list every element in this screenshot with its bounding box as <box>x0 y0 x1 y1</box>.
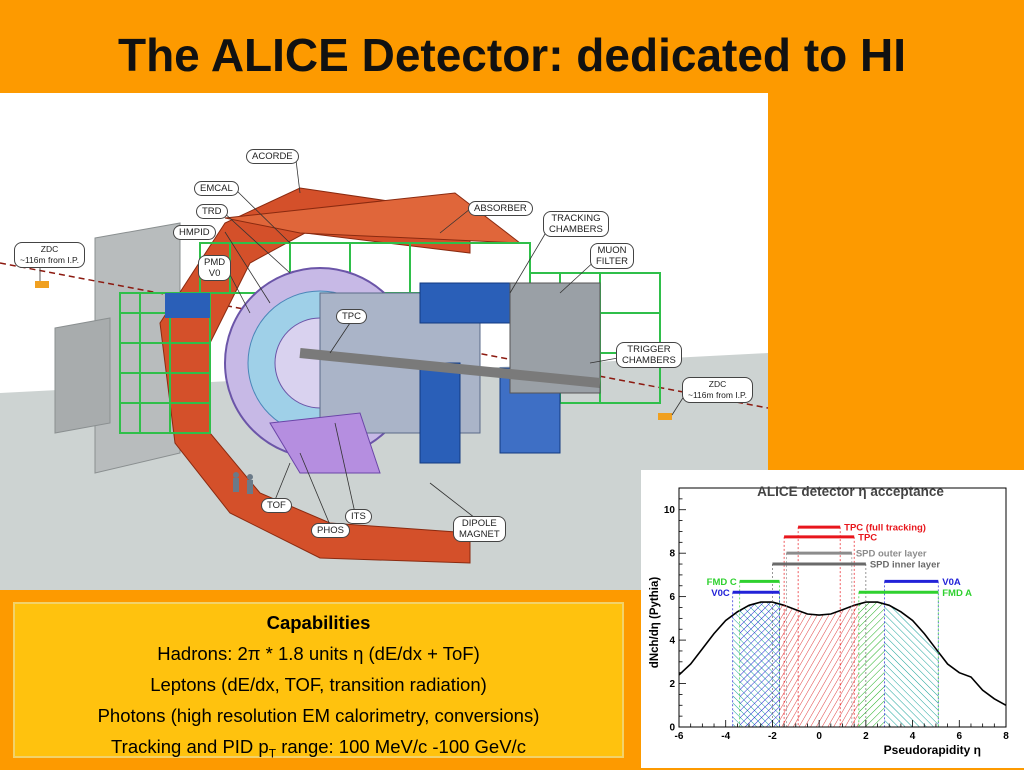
label-tpc: TPC <box>336 309 367 324</box>
label-tracking-chambers: TRACKING CHAMBERS <box>543 211 609 237</box>
label-emcal: EMCAL <box>194 181 239 196</box>
label-trigger-chambers: TRIGGER CHAMBERS <box>616 342 682 368</box>
label-acorde: ACORDE <box>246 149 299 164</box>
x-tick-label: -6 <box>675 731 684 742</box>
capabilities-heading: Capabilities <box>266 612 371 633</box>
label-phos: PHOS <box>311 523 350 538</box>
y-axis-label: dNch/dη (Pythia) <box>649 577 661 669</box>
acceptance-chart-svg: TPC (full tracking)TPC SPD outer layerSPD… <box>649 484 1009 757</box>
capability-hadrons: Hadrons: 2π * 1.8 units η (dE/dx + ToF) <box>157 643 480 664</box>
tracking-text-pre: Tracking and PID p <box>111 736 269 757</box>
capabilities-box: Capabilities Hadrons: 2π * 1.8 units η (… <box>13 602 624 761</box>
band-label-1: TPC <box>858 532 877 543</box>
band-label-6: V0A <box>942 577 961 588</box>
hatch-tpc-region-left <box>779 604 799 727</box>
tracking-text-post: range: 100 MeV/c -100 GeV/c <box>276 736 526 757</box>
label-trd: TRD <box>196 204 228 219</box>
band-label-2: SPD outer layer <box>856 549 927 560</box>
label-zdc-left: ZDC ~116m from I.P. <box>14 242 85 268</box>
x-tick-label: 2 <box>863 731 869 742</box>
band-label-5: V0C <box>711 588 730 599</box>
band-label-7: FMD A <box>942 588 972 599</box>
label-dipole-magnet: DIPOLE MAGNET <box>453 516 506 542</box>
capability-tracking: Tracking and PID pT range: 100 MeV/c -10… <box>15 731 622 770</box>
y-tick-label: 6 <box>669 592 675 603</box>
multiplicity-curve <box>678 601 1007 706</box>
y-tick-label: 4 <box>669 636 675 647</box>
detector-illustration: ACORDE EMCAL TRD HMPID PMD V0 ZDC ~116m … <box>0 93 768 590</box>
x-tick-label: 4 <box>910 731 916 742</box>
x-axis-label: Pseudorapidity η <box>884 743 981 757</box>
x-tick-label: 0 <box>816 731 822 742</box>
x-tick-label: 6 <box>957 731 963 742</box>
y-tick-label: 2 <box>669 679 675 690</box>
label-its: ITS <box>345 509 372 524</box>
detector-drawing <box>0 159 768 590</box>
y-tick-label: 8 <box>669 549 675 560</box>
band-label-3: SPD inner layer <box>870 560 941 571</box>
hatch-tpc-region-right <box>840 604 859 727</box>
x-tick-label: -2 <box>768 731 777 742</box>
label-zdc-right: ZDC ~116m from I.P. <box>682 377 753 403</box>
label-hmpid: HMPID <box>173 225 216 240</box>
capability-photons: Photons (high resolution EM calorimetry,… <box>97 705 540 726</box>
chart-title: ALICE detector η acceptance <box>757 484 944 499</box>
y-tick-label: 0 <box>669 723 675 734</box>
label-tof: TOF <box>261 498 292 513</box>
capability-leptons: Leptons (dE/dx, TOF, transition radiatio… <box>150 674 487 695</box>
band-label-4: FMD C <box>707 577 737 588</box>
label-absorber: ABSORBER <box>468 201 533 216</box>
y-tick-label: 10 <box>664 505 676 516</box>
x-tick-label: 8 <box>1003 731 1009 742</box>
hatch-fmdc-region <box>739 602 780 727</box>
label-pmd-v0: PMD V0 <box>198 255 232 281</box>
hatch-v0a-region <box>884 604 939 727</box>
hatch-fmda-region <box>858 602 885 727</box>
slide-title: The ALICE Detector: dedicated to HI <box>117 29 907 81</box>
tracking-subscript: T <box>268 746 277 761</box>
hatch-tpc-full-region <box>798 610 841 727</box>
label-muon-filter: MUON FILTER <box>590 243 635 269</box>
band-label-0: TPC (full tracking) <box>844 523 926 534</box>
x-tick-label: -4 <box>721 731 730 742</box>
